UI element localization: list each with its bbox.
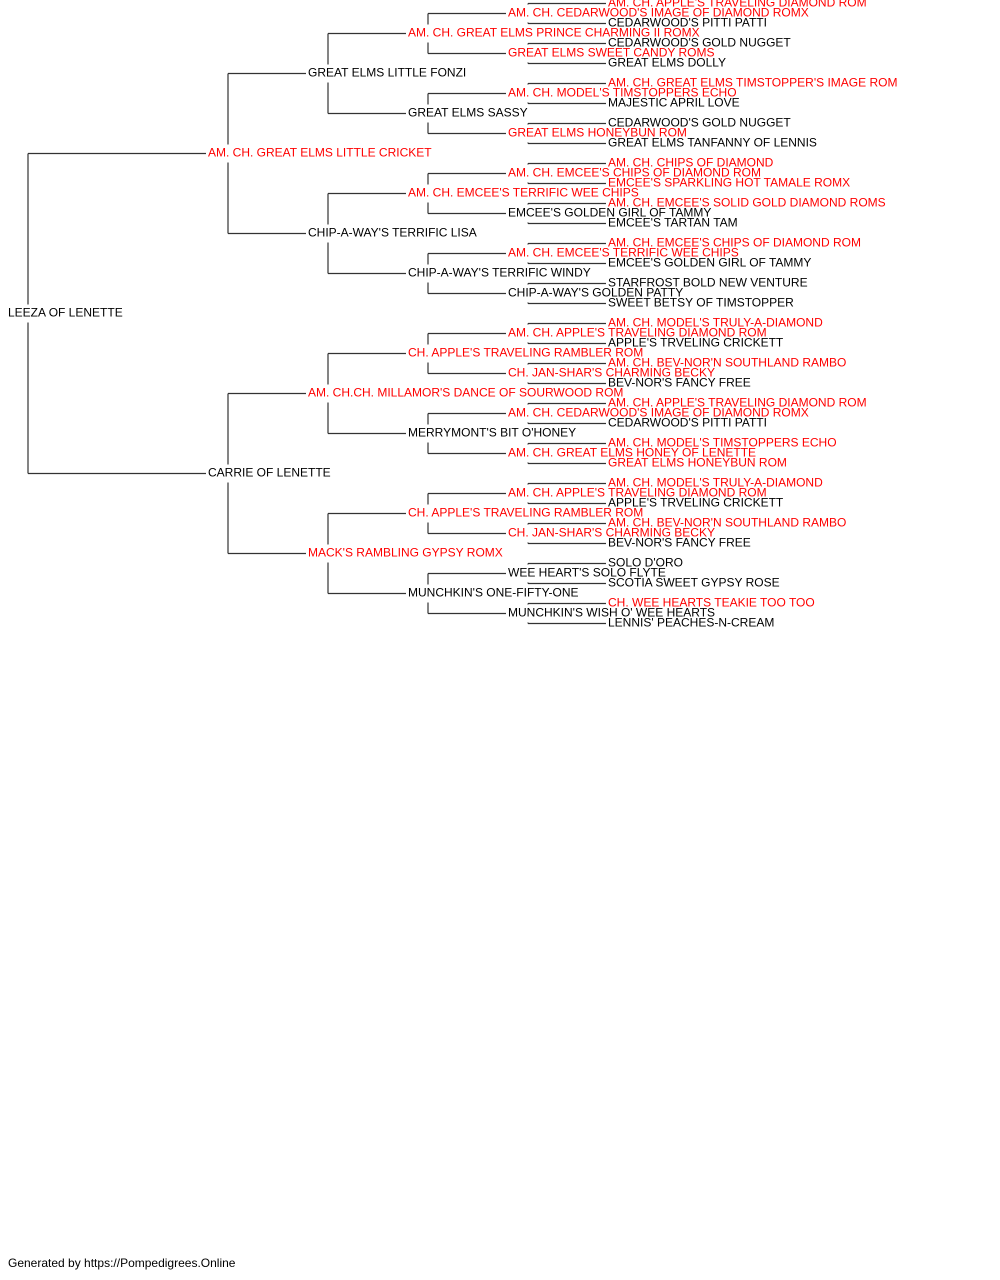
gen5-ancestor-name: AM. CH. EMCEE'S SOLID GOLD DIAMOND ROMS xyxy=(608,196,886,210)
gen5-ancestor-name: CEDARWOOD'S PITTI PATTI xyxy=(608,16,767,30)
gen5-ancestor-name: SCOTIA SWEET GYPSY ROSE xyxy=(608,576,780,590)
gen5-ancestor-name: AM. CH. BEV-NOR'N SOUTHLAND RAMBO xyxy=(608,356,846,370)
gen4-ancestor-name: AM. CH. MODEL'S TIMSTOPPERS ECHO xyxy=(508,86,737,100)
gen4-ancestor-name: WEE HEART'S SOLO FLYTE xyxy=(508,566,666,580)
grandparent-name: GREAT ELMS LITTLE FONZI xyxy=(308,66,466,80)
gen4-ancestor-name: AM. CH. GREAT ELMS HONEY OF LENETTE xyxy=(508,446,756,460)
gen5-ancestor-name: SOLO D'ORO xyxy=(608,556,683,570)
gen4-ancestor-name: AM. CH. APPLE'S TRAVELING DIAMOND ROM xyxy=(508,326,767,340)
gen5-ancestor-name: EMCEE'S GOLDEN GIRL OF TAMMY xyxy=(608,256,811,270)
grandparent-name: CHIP-A-WAY'S TERRIFIC LISA xyxy=(308,226,477,240)
gen5-ancestor-name: STARFROST BOLD NEW VENTURE xyxy=(608,276,808,290)
gen5-ancestor-name: AM. CH. MODEL'S TRULY-A-DIAMOND xyxy=(608,476,823,490)
gen5-ancestor-name: AM. CH. EMCEE'S CHIPS OF DIAMOND ROM xyxy=(608,236,861,250)
gen5-ancestor-name: CEDARWOOD'S PITTI PATTI xyxy=(608,416,767,430)
gen5-ancestor-name: MAJESTIC APRIL LOVE xyxy=(608,96,740,110)
gen5-ancestor-name: BEV-NOR'S FANCY FREE xyxy=(608,536,751,550)
gen5-ancestor-name: BEV-NOR'S FANCY FREE xyxy=(608,376,751,390)
grandparent-name: AM. CH.CH. MILLAMOR'S DANCE OF SOURWOOD … xyxy=(308,386,623,400)
gen5-ancestor-name: AM. CH. MODEL'S TRULY-A-DIAMOND xyxy=(608,316,823,330)
gen4-ancestor-name: GREAT ELMS SWEET CANDY ROMS xyxy=(508,46,714,60)
gen5-ancestor-name: CEDARWOOD'S GOLD NUGGET xyxy=(608,116,791,130)
gen4-ancestor-name: CH. JAN-SHAR'S CHARMING BECKY xyxy=(508,366,715,380)
gen5-ancestor-name: APPLE'S TRVELING CRICKETT xyxy=(608,336,784,350)
great-grandparent-name: GREAT ELMS SASSY xyxy=(408,106,528,120)
gen4-ancestor-name: AM. CH. CEDARWOOD'S IMAGE OF DIAMOND ROM… xyxy=(508,6,809,20)
gen5-ancestor-name: AM. CH. CHIPS OF DIAMOND xyxy=(608,156,774,170)
grandparent-name: MACK'S RAMBLING GYPSY ROMX xyxy=(308,546,503,560)
footer-credit: Generated by https://Pompedigrees.Online xyxy=(8,1256,236,1270)
gen5-ancestor-name: CEDARWOOD'S GOLD NUGGET xyxy=(608,36,791,50)
gen5-ancestor-name: GREAT ELMS DOLLY xyxy=(608,56,726,70)
subject-name: LEEZA OF LENETTE xyxy=(8,306,123,320)
gen5-ancestor-name: LENNIS' PEACHES-N-CREAM xyxy=(608,616,774,630)
great-grandparent-name: MERRYMONT'S BIT O'HONEY xyxy=(408,426,576,440)
gen4-ancestor-name: CHIP-A-WAY'S GOLDEN PATTY xyxy=(508,286,683,300)
great-grandparent-name: CH. APPLE'S TRAVELING RAMBLER ROM xyxy=(408,346,643,360)
gen4-ancestor-name: AM. CH. EMCEE'S CHIPS OF DIAMOND ROM xyxy=(508,166,761,180)
gen4-ancestor-name: EMCEE'S GOLDEN GIRL OF TAMMY xyxy=(508,206,711,220)
gen5-ancestor-name: AM. CH. APPLE'S TRAVELING DIAMOND ROM xyxy=(608,0,867,10)
great-grandparent-name: CHIP-A-WAY'S TERRIFIC WINDY xyxy=(408,266,591,280)
gen5-ancestor-name: EMCEE'S SPARKLING HOT TAMALE ROMX xyxy=(608,176,850,190)
gen5-ancestor-name: APPLE'S TRVELING CRICKETT xyxy=(608,496,784,510)
gen5-ancestor-name: AM. CH. BEV-NOR'N SOUTHLAND RAMBO xyxy=(608,516,846,530)
gen5-ancestor-name: AM. CH. GREAT ELMS TIMSTOPPER'S IMAGE RO… xyxy=(608,76,897,90)
dam-name: CARRIE OF LENETTE xyxy=(208,466,331,480)
gen5-ancestor-name: AM. CH. MODEL'S TIMSTOPPERS ECHO xyxy=(608,436,837,450)
great-grandparent-name: AM. CH. GREAT ELMS PRINCE CHARMING II RO… xyxy=(408,26,700,40)
gen4-ancestor-name: AM. CH. EMCEE'S TERRIFIC WEE CHIPS xyxy=(508,246,739,260)
gen5-ancestor-name: AM. CH. APPLE'S TRAVELING DIAMOND ROM xyxy=(608,396,867,410)
gen5-ancestor-name: SWEET BETSY OF TIMSTOPPER xyxy=(608,296,794,310)
gen5-ancestor-name: EMCEE'S TARTAN TAM xyxy=(608,216,738,230)
gen5-ancestor-name: GREAT ELMS TANFANNY OF LENNIS xyxy=(608,136,817,150)
gen4-ancestor-name: GREAT ELMS HONEYBUN ROM xyxy=(508,126,687,140)
gen4-ancestor-name: AM. CH. CEDARWOOD'S IMAGE OF DIAMOND ROM… xyxy=(508,406,809,420)
gen5-ancestor-name: GREAT ELMS HONEYBUN ROM xyxy=(608,456,787,470)
gen5-ancestor-name: CH. WEE HEARTS TEAKIE TOO TOO xyxy=(608,596,815,610)
great-grandparent-name: AM. CH. EMCEE'S TERRIFIC WEE CHIPS xyxy=(408,186,639,200)
gen4-ancestor-name: AM. CH. APPLE'S TRAVELING DIAMOND ROM xyxy=(508,486,767,500)
great-grandparent-name: CH. APPLE'S TRAVELING RAMBLER ROM xyxy=(408,506,643,520)
gen4-ancestor-name: MUNCHKIN'S WISH O' WEE HEARTS xyxy=(508,606,715,620)
sire-name: AM. CH. GREAT ELMS LITTLE CRICKET xyxy=(208,146,432,160)
gen4-ancestor-name: CH. JAN-SHAR'S CHARMING BECKY xyxy=(508,526,715,540)
great-grandparent-name: MUNCHKIN'S ONE-FIFTY-ONE xyxy=(408,586,579,600)
